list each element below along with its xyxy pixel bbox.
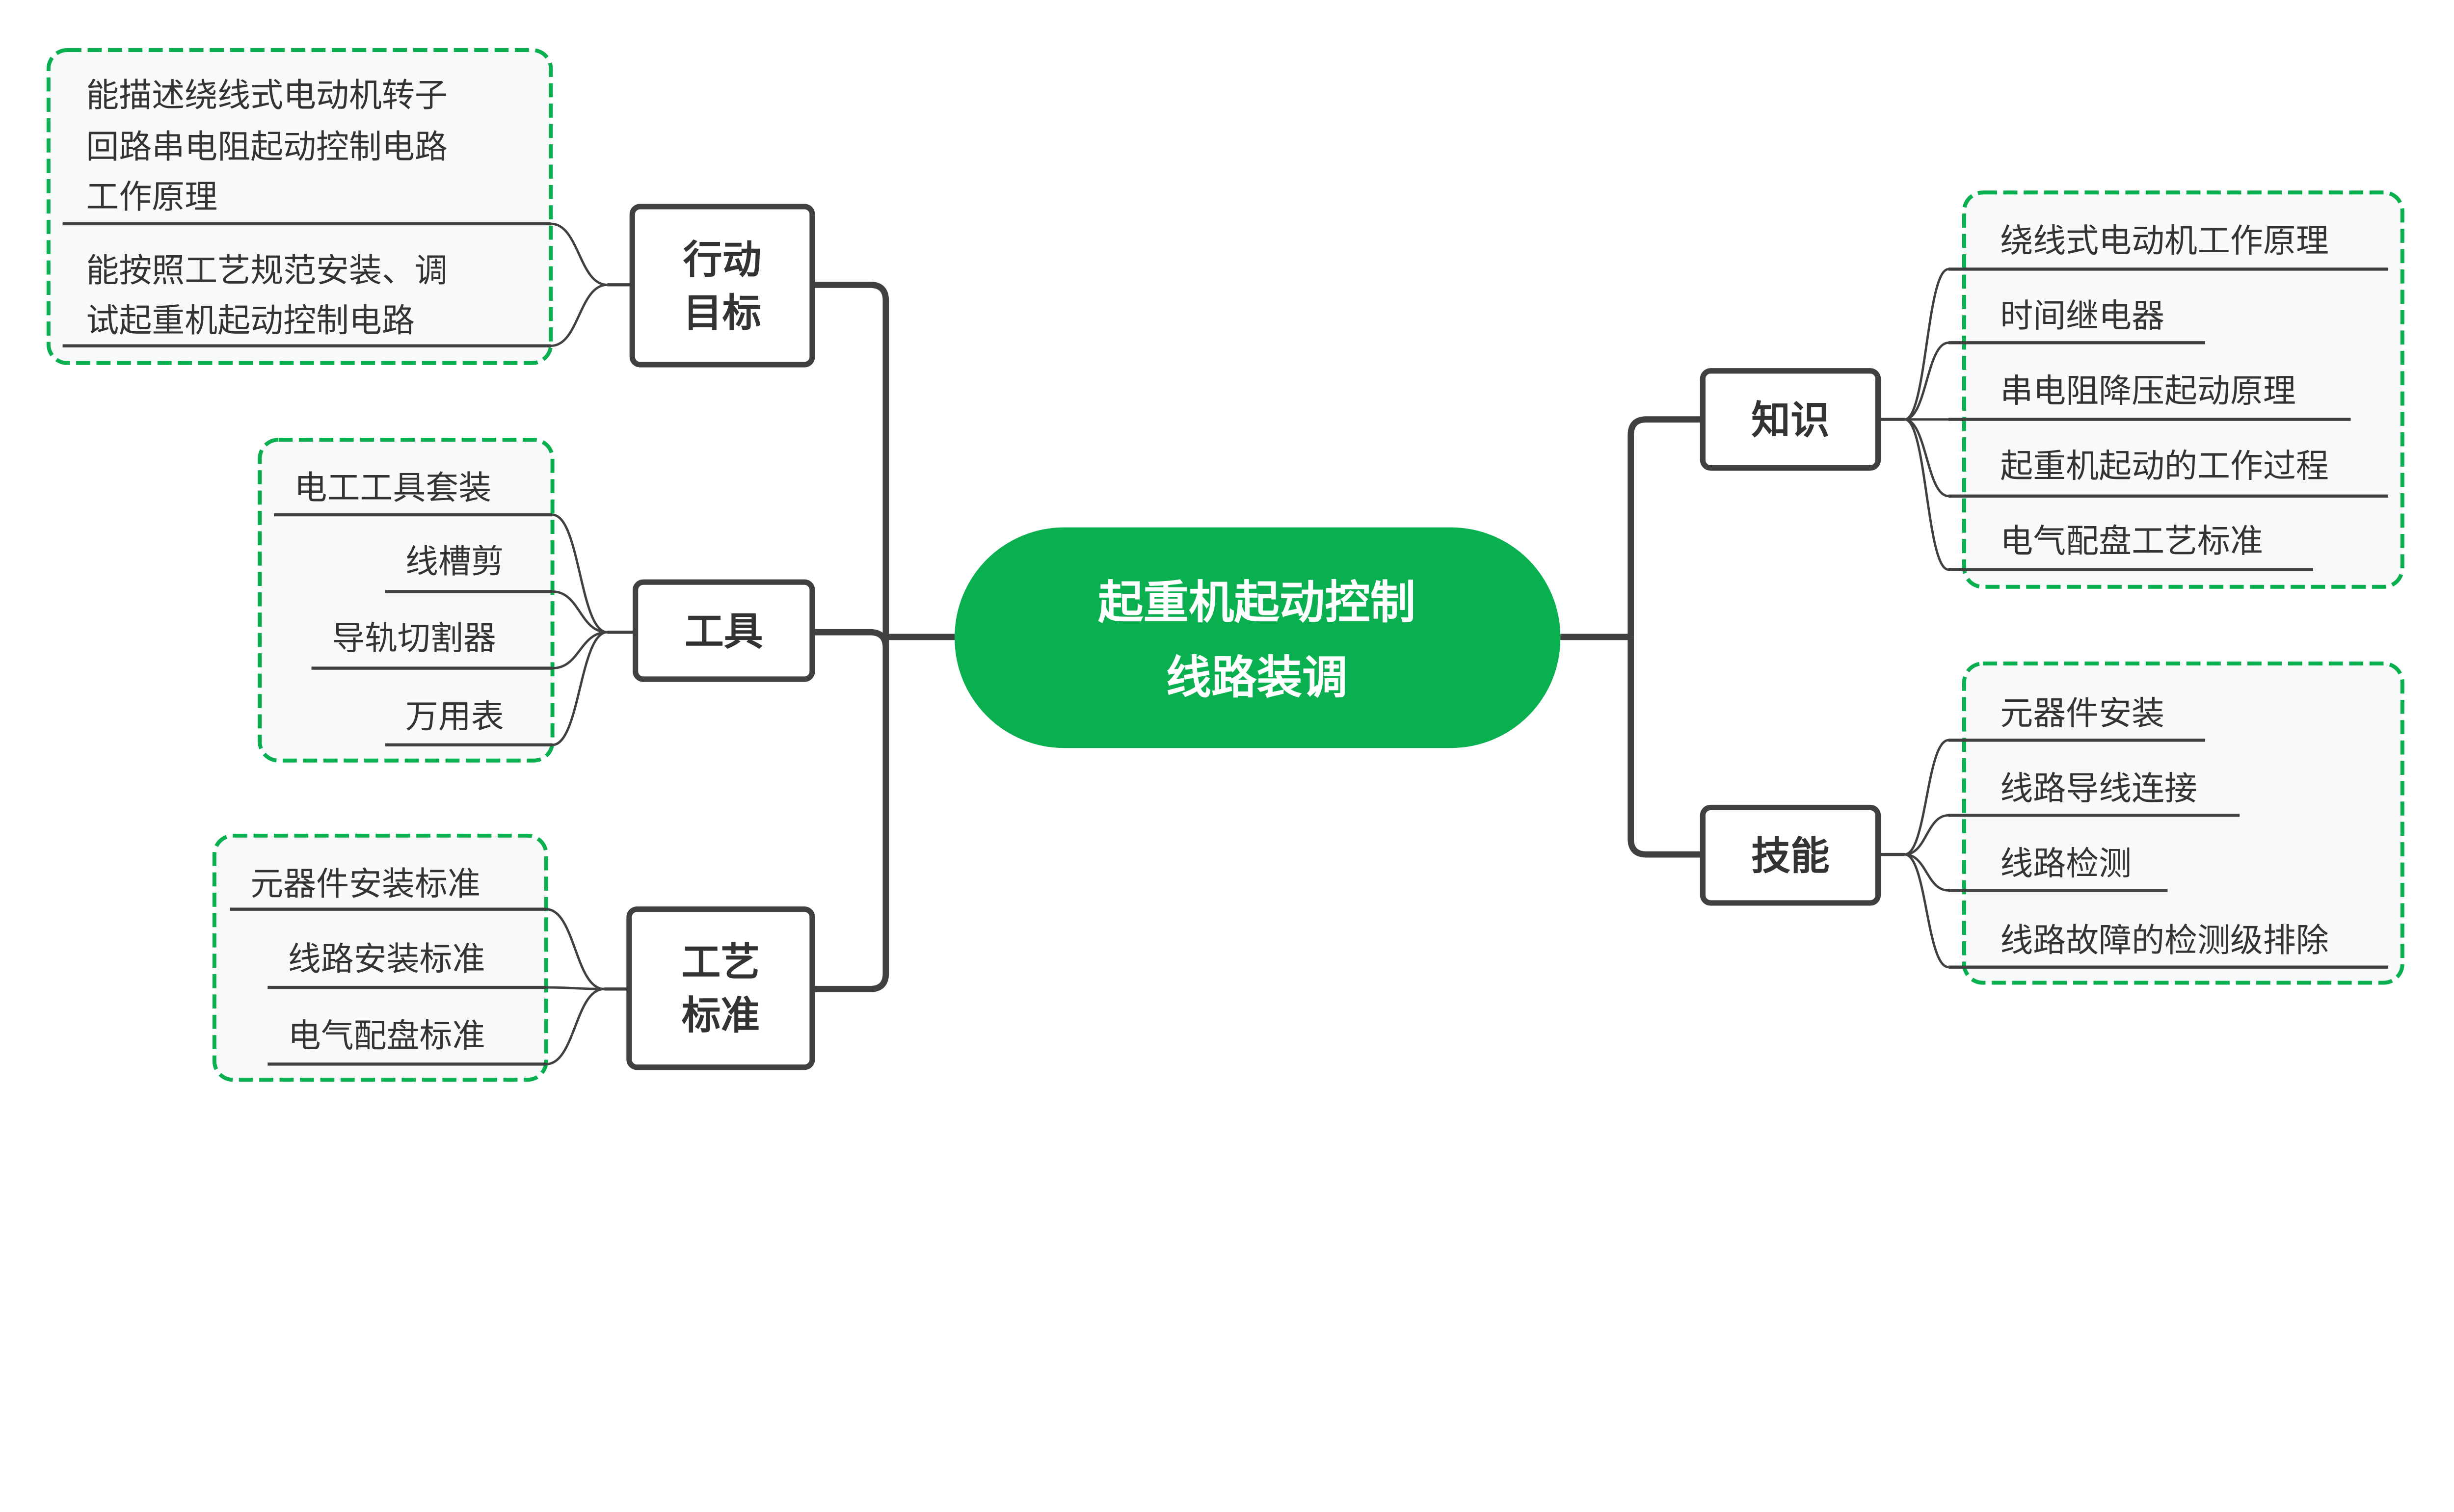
- root-node[interactable]: [955, 527, 1561, 748]
- leaf-connector: [551, 222, 608, 286]
- leaf-group-frame: [258, 438, 555, 763]
- leaf-node[interactable]: 万用表: [385, 697, 553, 747]
- leaf-group-frame: [1962, 662, 2404, 985]
- root-title-line: 线路装调: [1166, 651, 1348, 704]
- branch-connector: [1627, 637, 1703, 858]
- branch-connector: [812, 281, 889, 637]
- branch-title-line: 目标: [683, 290, 761, 336]
- leaf-text: 能描述绕线式电动机转子: [86, 76, 448, 114]
- leaf-connector: [1904, 418, 1949, 498]
- branch-connector: [812, 637, 889, 992]
- leaf-connector: [546, 908, 605, 990]
- leaf-node[interactable]: 元器件安装标准: [230, 865, 546, 911]
- leaf-connector: [551, 283, 608, 347]
- leaf-group-frame: [1962, 190, 2404, 589]
- leaf-node[interactable]: 线路安装标准: [267, 940, 546, 989]
- leaf-text: 回路串电阻起动控制电路: [86, 128, 448, 166]
- leaf-text: 元器件安装: [2000, 694, 2164, 732]
- leaf-connector: [1904, 268, 1949, 421]
- leaf-node[interactable]: 电气配盘工艺标准: [1948, 522, 2314, 571]
- leaf-group-frame: [212, 833, 548, 1082]
- branch-title-line: 工艺: [682, 939, 760, 985]
- leaf-node[interactable]: 导轨切割器: [311, 619, 553, 670]
- leaf-group-frame: [46, 48, 553, 365]
- branch-node[interactable]: [626, 906, 815, 1070]
- branch-title-line: 工具: [685, 609, 763, 654]
- leaf-connector: [1904, 341, 1949, 421]
- leaf-connector: [546, 987, 605, 1065]
- leaf-connector: [552, 590, 608, 634]
- leaf-connector: [552, 631, 608, 669]
- leaf-text: 试起重机起动控制电路: [86, 301, 415, 340]
- leaf-text: 线槽剪: [405, 542, 504, 581]
- leaf-text: 线路故障的检测级排除: [2000, 921, 2329, 959]
- branch-node[interactable]: [1700, 368, 1881, 471]
- leaf-node[interactable]: 电气配盘标准: [267, 1016, 546, 1066]
- leaf-text: 电气配盘标准: [288, 1016, 485, 1055]
- leaf-text: 电气配盘工艺标准: [2000, 522, 2263, 560]
- leaf-text: 串电阻降压起动原理: [2000, 372, 2296, 410]
- leaf-connector: [552, 513, 608, 634]
- branch-connector: [812, 629, 889, 648]
- leaf-node[interactable]: 线路故障的检测级排除: [1948, 921, 2389, 969]
- branch-title-line: 知识: [1751, 397, 1829, 443]
- leaf-text: 导轨切割器: [332, 619, 496, 657]
- leaf-node[interactable]: 串电阻降压起动原理: [1948, 372, 2351, 421]
- leaf-connector: [1904, 739, 1949, 856]
- leaf-text: 工作原理: [86, 178, 217, 216]
- leaf-connector: [1904, 418, 1949, 571]
- branch-title-line: 行动: [683, 237, 761, 282]
- leaf-text: 起重机起动的工作过程: [2000, 447, 2329, 485]
- branch-connector: [1627, 416, 1703, 637]
- leaf-node[interactable]: 线路检测: [1948, 845, 2168, 892]
- leaf-node[interactable]: 电工工具套装: [274, 469, 553, 517]
- leaf-connector: [1904, 853, 1949, 892]
- leaf-connector: [1904, 814, 1949, 856]
- leaf-node[interactable]: 元器件安装: [1948, 694, 2205, 742]
- leaf-node[interactable]: 绕线式电动机工作原理: [1948, 221, 2389, 271]
- branch-title-line: 标准: [682, 993, 760, 1038]
- leaf-node[interactable]: 时间继电器: [1948, 296, 2205, 345]
- leaf-text: 时间继电器: [2000, 296, 2164, 335]
- leaf-text: 能按照工艺规范安装、调: [86, 251, 448, 290]
- leaf-text: 线路导线连接: [2000, 769, 2197, 807]
- leaf-connector: [552, 631, 608, 746]
- leaf-node[interactable]: 起重机起动的工作过程: [1948, 447, 2389, 498]
- leaf-connector: [1904, 853, 1949, 969]
- leaf-node[interactable]: 线槽剪: [385, 542, 553, 593]
- branch-node[interactable]: [633, 579, 815, 682]
- branch-title-line: 技能: [1751, 833, 1829, 878]
- leaf-text: 万用表: [405, 697, 504, 736]
- leaf-connector: [546, 986, 604, 990]
- leaf-text: 线路安装标准: [288, 940, 485, 978]
- leaf-text: 线路检测: [2000, 845, 2132, 883]
- leaf-text: 电工工具套装: [294, 469, 491, 507]
- branch-node[interactable]: [1700, 804, 1881, 906]
- branch-node[interactable]: [629, 204, 815, 368]
- root-title-line: 起重机起动控制: [1098, 576, 1415, 629]
- leaf-node[interactable]: 线路导线连接: [1948, 769, 2240, 817]
- leaf-text: 绕线式电动机工作原理: [2000, 221, 2329, 260]
- leaf-text: 元器件安装标准: [250, 865, 480, 903]
